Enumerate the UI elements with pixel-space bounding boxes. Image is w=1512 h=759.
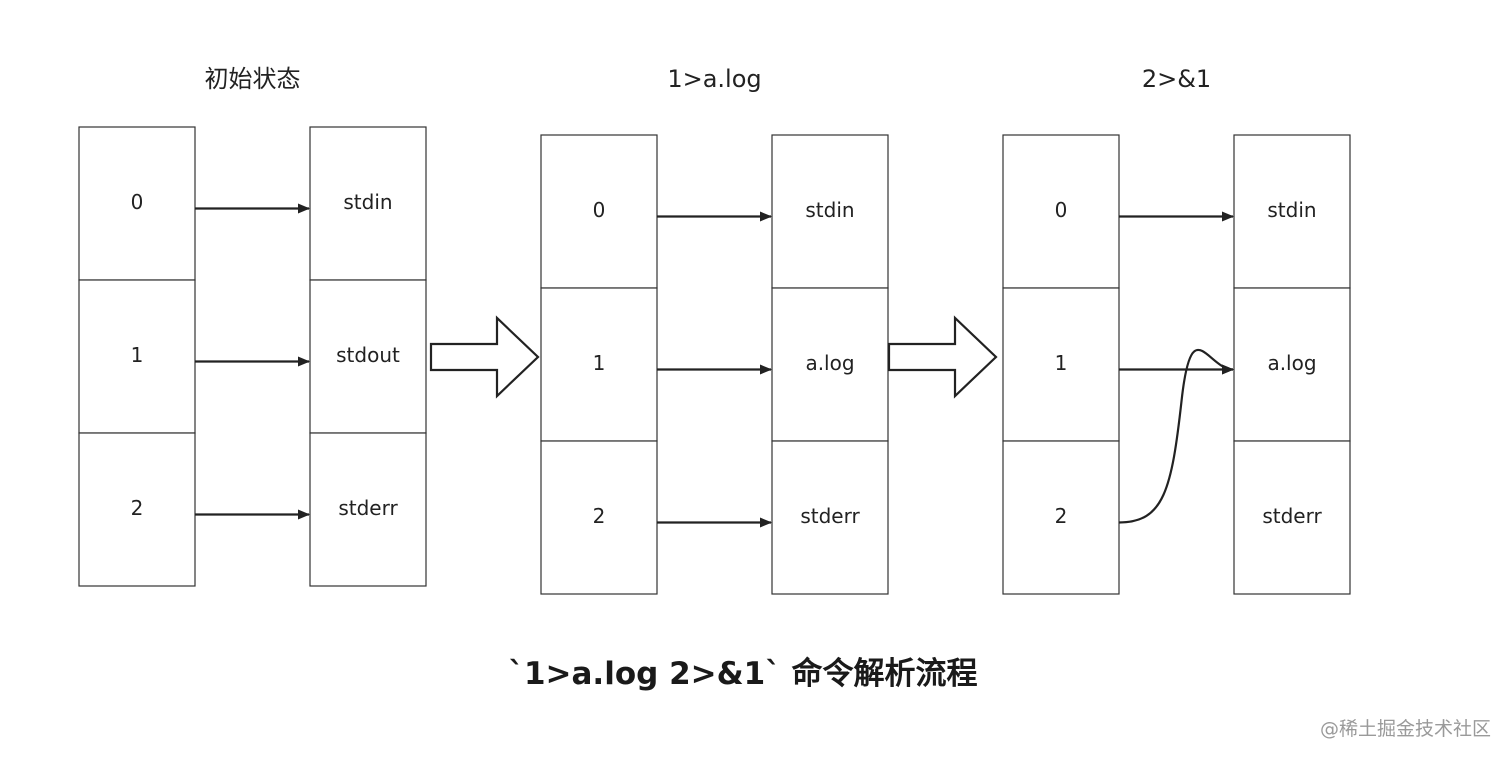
stages-layer: 初始状态 0 1 2 stdin stdout stderr 1>a.log 0 1 2 stdin a… (78, 65, 1351, 595)
fd-cell (78, 279, 196, 434)
fd-label: 0 (1055, 198, 1068, 222)
target-cell (771, 440, 889, 595)
transition-arrow-1 (429, 315, 540, 399)
target-cell (771, 134, 889, 289)
diagram-caption: `1>a.log 2>&1` 命令解析流程 (508, 656, 977, 692)
fd-label: 1 (593, 351, 606, 375)
fd-cell (78, 126, 196, 281)
stage-title: 1>a.log (667, 65, 761, 93)
stage-2: 1>a.log 0 1 2 stdin a.log stderr (540, 65, 889, 595)
target-label: a.log (805, 351, 854, 375)
fd-label: 1 (1055, 351, 1068, 375)
fd-cell (540, 287, 658, 442)
target-label: stderr (1262, 504, 1322, 528)
fd-cell (1002, 134, 1120, 289)
stage-3: 2>&1 0 1 2 stdin a.log stderr (1002, 65, 1351, 595)
transition-arrows (429, 315, 998, 399)
fd-cell (1002, 287, 1120, 442)
stage-1: 初始状态 0 1 2 stdin stdout stderr (78, 65, 427, 587)
transition-arrow-2 (887, 315, 998, 399)
target-label: stdin (343, 190, 392, 214)
target-cell (1233, 134, 1351, 289)
target-label: a.log (1267, 351, 1316, 375)
target-label: stderr (800, 504, 860, 528)
target-cell (1233, 287, 1351, 442)
target-label: stdin (1267, 198, 1316, 222)
fd-label: 0 (131, 190, 144, 214)
fd-label: 1 (131, 343, 144, 367)
fd-cell (540, 440, 658, 595)
fd-link-arrow (1118, 348, 1234, 524)
target-label: stderr (338, 496, 398, 520)
target-cell (309, 279, 427, 434)
stage-title: 初始状态 (205, 65, 301, 93)
fd-cell (78, 432, 196, 587)
stage-title: 2>&1 (1142, 65, 1211, 93)
fd-cell (1002, 440, 1120, 595)
fd-label: 2 (593, 504, 606, 528)
watermark: @稀土掘金技术社区 (1320, 718, 1491, 740)
target-cell (309, 126, 427, 281)
fd-label: 2 (131, 496, 144, 520)
fd-label: 0 (593, 198, 606, 222)
fd-label: 2 (1055, 504, 1068, 528)
target-label: stdin (805, 198, 854, 222)
target-cell (1233, 440, 1351, 595)
target-cell (309, 432, 427, 587)
fd-cell (540, 134, 658, 289)
target-label: stdout (336, 343, 400, 367)
